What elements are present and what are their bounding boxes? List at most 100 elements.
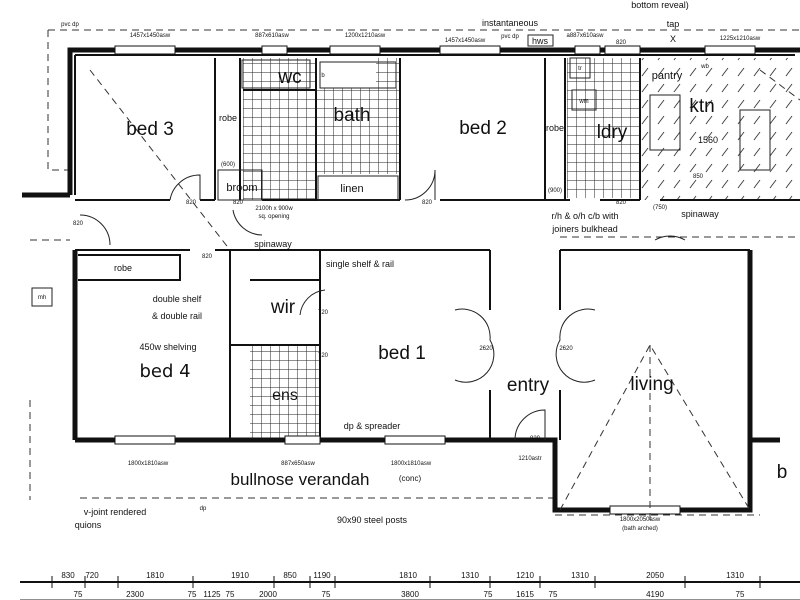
label-broom: broom <box>226 182 257 194</box>
note-vjoint-1: v-joint rendered <box>84 507 147 517</box>
label-verandah: bullnose verandah <box>231 470 370 489</box>
dimension-row1-label: 1810 <box>146 571 164 580</box>
note-bath-arched: (bath arched) <box>622 526 658 532</box>
dimension-row1-label: 1310 <box>726 571 744 580</box>
door-820-broom: 820 <box>233 200 244 206</box>
note-dim-750: (750) <box>653 205 667 211</box>
dimension-row2-label: 2000 <box>259 590 277 599</box>
room-ldry: ldry <box>597 122 628 143</box>
door-820-side: 820 <box>73 221 84 227</box>
note-bulkhead-1: r/h & o/h c/b with <box>551 211 618 221</box>
note-bottom-reveal: bottom reveal) <box>631 0 689 10</box>
window-label: 1457x1450asw <box>445 38 486 44</box>
label-robe-bed2: robe <box>546 123 564 133</box>
ens-tiles <box>250 345 320 440</box>
door-820-ldry: 820 <box>616 200 627 206</box>
note-dp: dp <box>200 506 207 512</box>
note-spinaway-ktn: spinaway <box>681 209 719 219</box>
label-robe-bed4: robe <box>114 263 132 273</box>
note-single-shelf: single shelf & rail <box>326 259 394 269</box>
door-2620-living: 2620 <box>559 346 573 352</box>
door-swings <box>79 169 686 441</box>
window-label: 1225x1210asw <box>720 36 761 42</box>
dimension-row2-label: 75 <box>736 590 745 599</box>
note-opening-1: 2100h x 900w <box>255 206 293 212</box>
ldry-tiles <box>567 58 640 198</box>
dimension-row2-label: 1125 <box>203 590 221 599</box>
note-shelving: 450w shelving <box>139 342 196 352</box>
room-wir: wir <box>270 297 296 318</box>
door-720-ens: 720 <box>318 353 329 359</box>
note-double-shelf-2: & double rail <box>152 311 202 321</box>
dimension-row2-label: 75 <box>188 590 197 599</box>
note-tap-mark: X <box>670 34 676 44</box>
door-820-bed2: 820 <box>422 200 433 206</box>
door-820-bed3: 820 <box>186 200 197 206</box>
room-bed1: bed 1 <box>378 343 426 364</box>
note-b-wc: b <box>321 73 325 79</box>
dimension-row1-label: 2050 <box>646 571 664 580</box>
note-wm: wm <box>578 99 588 105</box>
note-pvc-dp: pvc dp <box>501 34 519 40</box>
note-ktn-dim: 1560 <box>698 135 718 145</box>
window-label: a887x610asw <box>566 33 604 39</box>
dimension-row2-label: 3800 <box>401 590 419 599</box>
note-pvc-dp-left: pvc dp <box>61 22 79 28</box>
door-820-entry: 820 <box>530 436 541 442</box>
note-opening-2: sq. opening <box>258 214 289 220</box>
note-instantaneous: instantaneous <box>482 18 539 28</box>
room-living: living <box>630 374 673 395</box>
note-dim-900: (900) <box>548 188 562 194</box>
door-820-ext: 820 <box>616 40 627 46</box>
room-bed3: bed 3 <box>126 119 174 140</box>
dimension-row1-label: 1190 <box>313 571 331 580</box>
window-label: 1200x1210asw <box>345 33 386 39</box>
note-spinaway: spinaway <box>254 239 292 249</box>
dimension-row2-label: 4190 <box>646 590 664 599</box>
note-dp-spreader: dp & spreader <box>344 421 401 431</box>
kitchen-floor <box>640 58 800 200</box>
note-bulkhead-2: joiners bulkhead <box>551 224 618 234</box>
window-label: 1800x2050asw <box>620 517 661 523</box>
dimension-row1-label: 1310 <box>571 571 589 580</box>
window-label: 1457x1450asw <box>130 33 171 39</box>
dimension-row2-label: 75 <box>226 590 235 599</box>
note-vjoint-2: quions <box>75 520 102 530</box>
door-820-bed4: 820 <box>202 254 213 260</box>
dimension-row2-label: 75 <box>484 590 493 599</box>
room-entry: entry <box>507 375 550 396</box>
door-720-wir: 720 <box>318 310 329 316</box>
dimension-row1-label: 1910 <box>231 571 249 580</box>
eave-line <box>29 29 800 516</box>
door-2620-bed1: 2620 <box>479 346 493 352</box>
label-pantry: pantry <box>652 70 683 82</box>
dimension-row1-label: 1810 <box>399 571 417 580</box>
room-ens: ens <box>272 387 298 404</box>
room-bed2: bed 2 <box>459 118 507 139</box>
dimension-row2-label: 75 <box>74 590 83 599</box>
window-label: 1800x1810asw <box>391 461 432 467</box>
note-tap: tap <box>667 19 680 29</box>
dimension-row2-label: 1615 <box>516 590 534 599</box>
dimension-row2-label: 75 <box>549 590 558 599</box>
room-edge-b: b <box>777 462 788 483</box>
room-wc: wc <box>277 67 301 88</box>
dimension-row2-label: 75 <box>322 590 331 599</box>
dimension-row1-label: 1310 <box>461 571 479 580</box>
dimension-row1-label: 720 <box>85 571 99 580</box>
note-mh: mh <box>38 295 46 301</box>
internal-walls <box>75 58 800 440</box>
window-label: 1800x1810asw <box>128 461 169 467</box>
room-bed4: bed 4 <box>139 361 190 382</box>
note-tr: tr <box>578 66 582 72</box>
note-dim-600: (600) <box>221 162 235 168</box>
window-label: 887x610asw <box>255 33 289 39</box>
note-double-shelf-1: double shelf <box>153 294 202 304</box>
label-linen: linen <box>340 183 363 195</box>
note-steel-posts: 90x90 steel posts <box>337 515 408 525</box>
label-robe-bed3: robe <box>219 113 237 123</box>
note-wb: wb <box>700 64 709 70</box>
dimension-row1-label: 830 <box>61 571 75 580</box>
